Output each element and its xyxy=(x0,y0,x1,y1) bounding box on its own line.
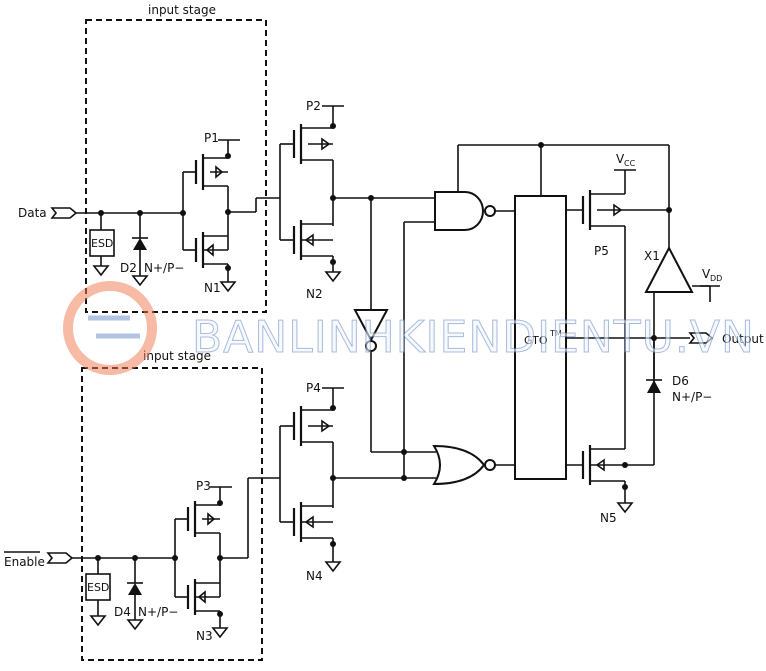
nand-gate xyxy=(434,191,515,231)
d2-type: N+/P− xyxy=(144,261,184,275)
output-port xyxy=(688,332,714,344)
watermark-text: BANLINHKIENDIENTU.VN xyxy=(192,312,755,363)
vdd-label: V xyxy=(702,267,711,281)
d6-label: D6 xyxy=(672,374,689,388)
watermark-logo xyxy=(63,281,157,375)
p5-transistor: V CC P5 xyxy=(581,152,672,338)
d4-label: D4 xyxy=(114,605,131,619)
p2-label: P2 xyxy=(306,99,321,113)
input-stage-box-bottom xyxy=(81,367,263,661)
output-label: Output xyxy=(722,332,764,346)
input-stage-label-top: input stage xyxy=(148,3,216,17)
diode-d6 xyxy=(647,380,661,393)
x1-amplifier: X1 V DD xyxy=(644,145,722,465)
nor-gate xyxy=(432,444,515,486)
vdd-sub: DD xyxy=(710,274,722,283)
enable-inverter xyxy=(353,198,436,453)
n1-label: N1 xyxy=(204,281,221,295)
gto-label: GTO xyxy=(524,334,548,347)
p2-n2-inverter: P2 N2 xyxy=(279,99,435,301)
data-port xyxy=(50,207,78,219)
p1-label: P1 xyxy=(204,131,219,145)
d4-type: N+/P− xyxy=(138,605,178,619)
watermark: BANLINHKIENDIENTU.VN xyxy=(63,281,755,375)
input-stage-label-bottom: input stage xyxy=(143,349,211,363)
enable-port xyxy=(46,552,74,564)
n5-transistor: N5 xyxy=(581,338,654,525)
enable-input-stage: Enable ESD D4 N+/P− P3 xyxy=(4,477,280,643)
p4-n4-inverter: P4 N4 xyxy=(279,381,436,583)
d6-type: N+/P− xyxy=(672,390,712,404)
gto-block: GTO TM xyxy=(457,142,669,480)
d2-label: D2 xyxy=(120,261,137,275)
data-label: Data xyxy=(18,206,47,220)
n3-label: N3 xyxy=(196,629,213,643)
n5-label: N5 xyxy=(600,511,617,525)
input-stage-box-top xyxy=(85,19,267,313)
esd-label-top: ESD xyxy=(91,237,113,250)
n2-label: N2 xyxy=(306,287,323,301)
esd-label-bottom: ESD xyxy=(87,581,109,594)
diode-d4 xyxy=(128,583,142,595)
diode-d6-group: D6 N+/P− xyxy=(646,338,712,404)
n4-label: N4 xyxy=(306,569,323,583)
esd-block-top xyxy=(89,229,115,257)
vcc-label: V xyxy=(616,152,625,166)
vcc-sub: CC xyxy=(624,159,636,168)
enable-label: Enable xyxy=(4,555,45,569)
x1-label: X1 xyxy=(644,249,660,263)
gto-sup: TM xyxy=(549,329,562,338)
diode-d2 xyxy=(133,238,147,250)
data-input-stage: Data ESD D2 N+/P− P1 xyxy=(18,131,280,295)
p4-label: P4 xyxy=(306,381,321,395)
p5-label: P5 xyxy=(594,244,609,258)
p3-label: P3 xyxy=(196,479,211,493)
